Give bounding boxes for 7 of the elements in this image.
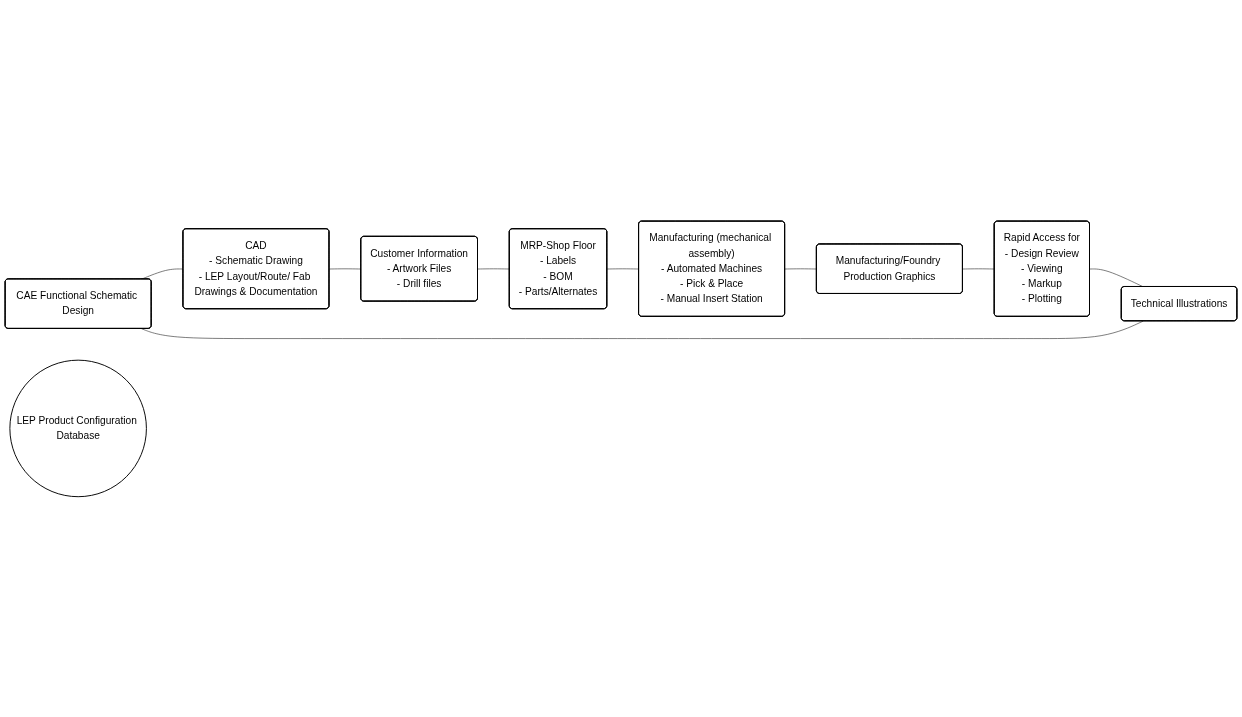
connector [784, 268, 818, 269]
connector [141, 320, 1144, 339]
connector [962, 268, 995, 269]
connector [329, 268, 362, 269]
connector [477, 268, 510, 269]
node-circle: LEP Product Configuration Database [9, 359, 147, 497]
connector [606, 268, 640, 269]
